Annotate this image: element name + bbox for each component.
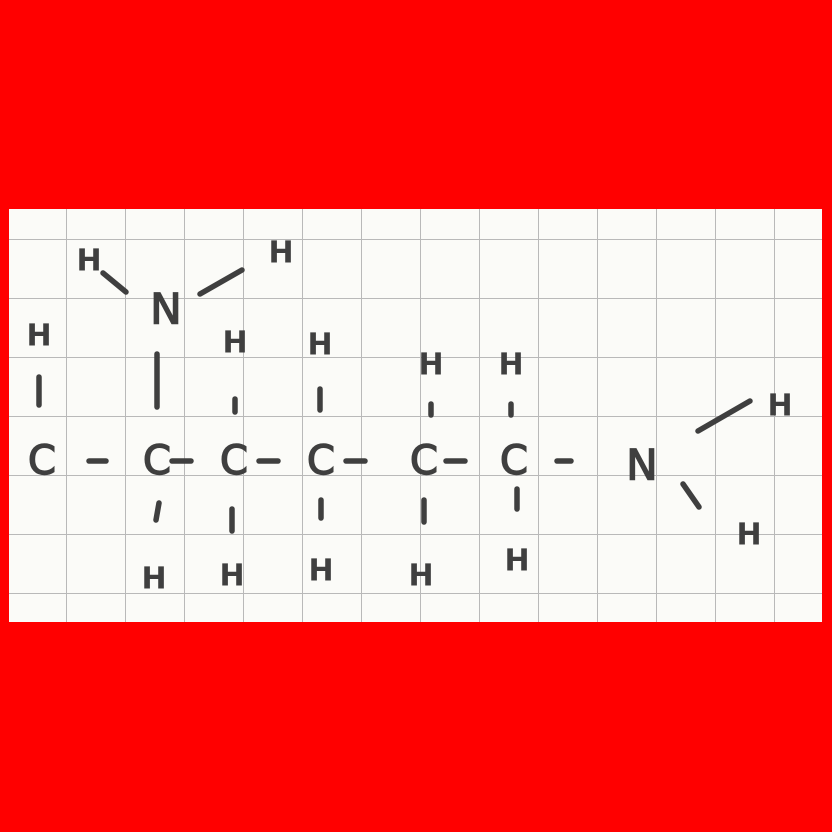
hydrogen-atom-lower-4: H bbox=[408, 559, 433, 594]
hydrogen-atom-upper-1: H bbox=[26, 319, 51, 354]
hydrogen-atom-amine-1a: H bbox=[76, 244, 101, 279]
hydrogen-atom-lower-5: H bbox=[504, 544, 529, 579]
carbon-atom-6: C bbox=[500, 438, 528, 484]
hydrogen-atom-upper-3: H bbox=[307, 328, 332, 363]
bond-n2-h2b bbox=[680, 481, 702, 510]
hydrogen-atom-amine-1b: H bbox=[268, 236, 293, 271]
bond-n2-h2a bbox=[695, 398, 753, 434]
bond-n1-h1b bbox=[197, 267, 245, 297]
hydrogen-atom-upper-5: H bbox=[498, 348, 523, 383]
carbon-atom-5: C bbox=[410, 438, 438, 484]
hydrogen-atom-lower-2: H bbox=[219, 559, 244, 594]
structural-formula-drawing: C C C C C C H H H H H H H H H H N H H N H H bbox=[26, 236, 792, 597]
nitrogen-atom-2: N bbox=[626, 441, 657, 490]
hydrogen-atom-lower-1: H bbox=[141, 562, 166, 597]
carbon-atom-2: C bbox=[143, 438, 171, 484]
carbon-atom-1: C bbox=[28, 438, 56, 484]
hydrogen-atom-upper-2: H bbox=[222, 326, 247, 361]
bond-n1-h1a bbox=[100, 270, 129, 295]
bond-lower-1 bbox=[153, 500, 162, 523]
carbon-atom-3: C bbox=[220, 438, 248, 484]
hydrogen-atom-amine-2a: H bbox=[767, 389, 792, 424]
carbon-atom-4: C bbox=[307, 438, 335, 484]
nitrogen-atom-1: N bbox=[150, 285, 181, 334]
hydrogen-atom-amine-2b: H bbox=[736, 518, 761, 553]
graph-paper: C C C C C C H H H H H H H H H H N H H N H H bbox=[9, 209, 822, 622]
hydrogen-atom-lower-3: H bbox=[308, 554, 333, 589]
hydrogen-atom-upper-4: H bbox=[418, 348, 443, 383]
